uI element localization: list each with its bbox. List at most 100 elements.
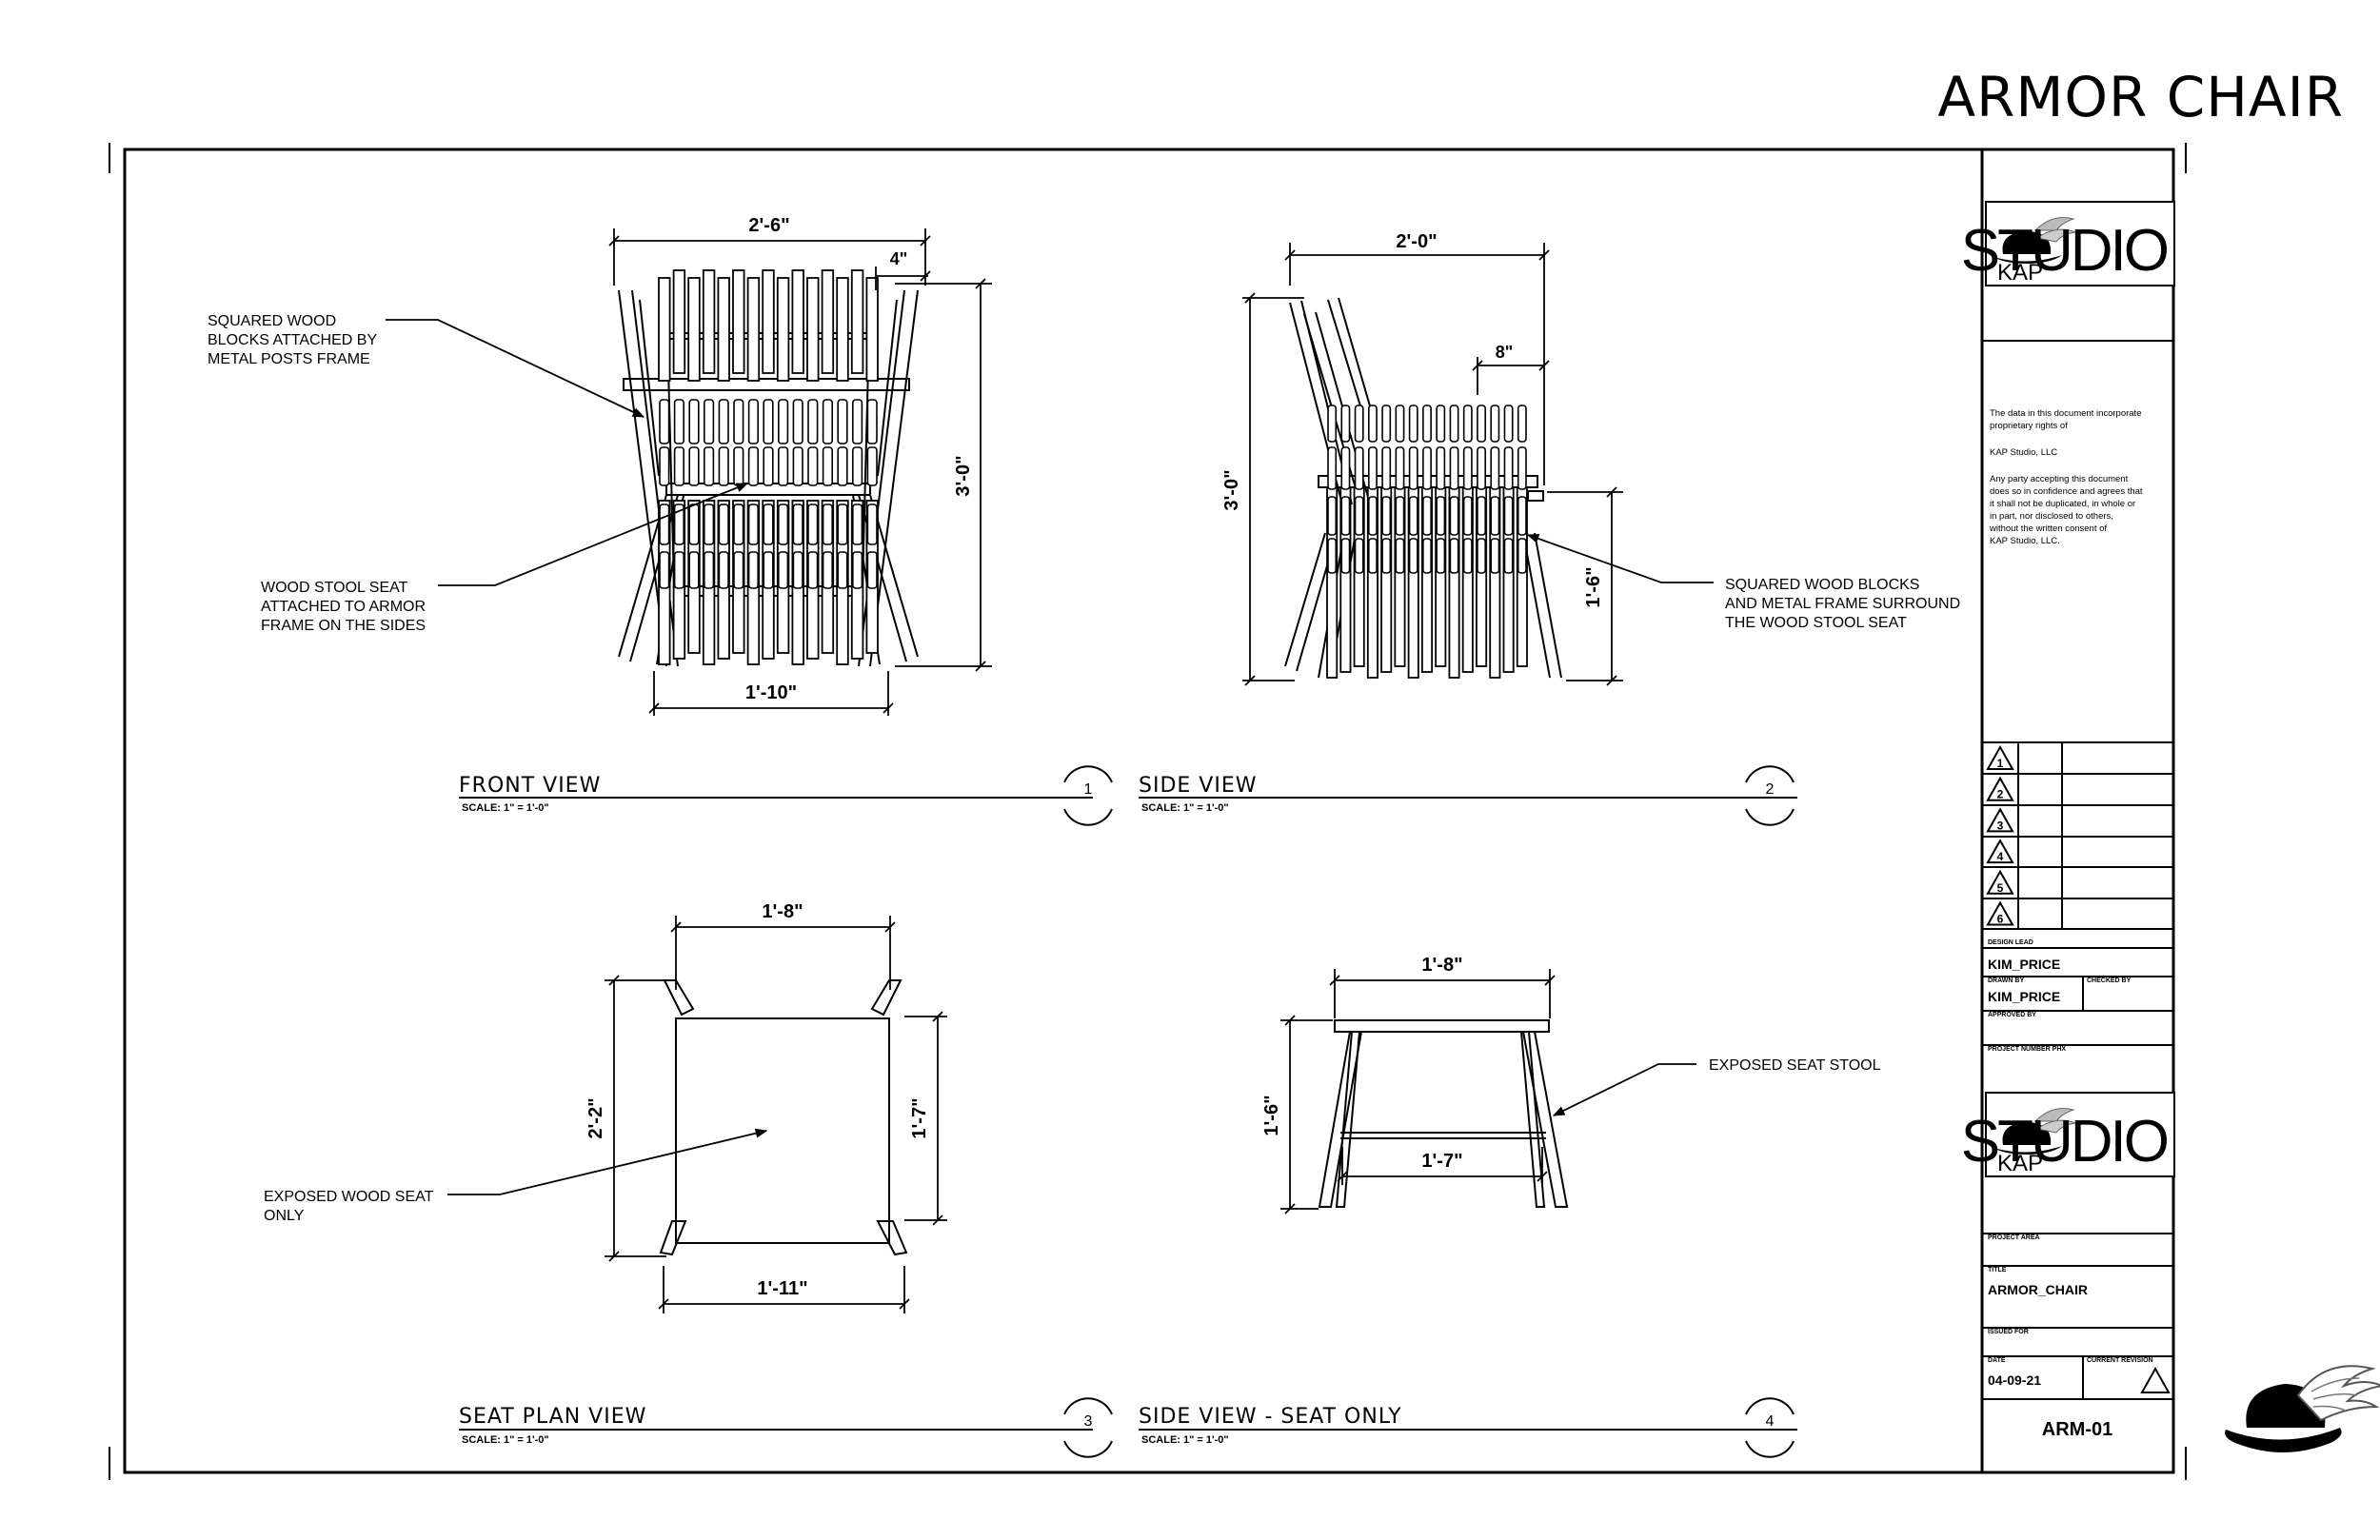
revision-number: 4 — [1997, 850, 2004, 863]
revision-number: 1 — [1997, 757, 2004, 770]
side-dim-seat-height: 1'-6" — [1583, 566, 1604, 607]
revision-list: 1 2 3 4 5 6 — [1986, 744, 2014, 926]
title-label: TITLE — [1988, 1267, 2007, 1273]
svg-text:SQUARED WOOD BLOCKS: SQUARED WOOD BLOCKS — [1725, 577, 1919, 593]
svg-text:does so in confidence and agre: does so in confidence and agrees that — [1990, 486, 2143, 497]
svg-text:proprietary rights of: proprietary rights of — [1990, 421, 2068, 431]
front-view-dimensions — [608, 228, 992, 716]
kap-studio-logo-top: KAP STUDIO — [1961, 201, 2175, 286]
revision-number: 2 — [1997, 788, 2004, 801]
side-dim-seat-gap: 8" — [1496, 343, 1514, 362]
seat-plan-dimensions — [605, 916, 947, 1313]
front-dim-base-width: 1'-10" — [745, 682, 797, 703]
svg-text:SCALE: 1" = 1'-0": SCALE: 1" = 1'-0" — [1141, 802, 1229, 814]
seat-side-dim-height: 1'-6" — [1261, 1095, 1282, 1135]
svg-text:Any party accepting this docum: Any party accepting this document — [1990, 474, 2129, 484]
svg-text:KAP: KAP — [1997, 260, 2043, 286]
sheet-number: ARM-01 — [2042, 1419, 2112, 1440]
side-dim-height: 3'-0" — [1221, 469, 1242, 510]
front-leaders — [386, 319, 749, 586]
svg-text:SIDE VIEW - SEAT ONLY: SIDE VIEW - SEAT ONLY — [1139, 1405, 1402, 1429]
front-note-seat: WOOD STOOL SEAT ATTACHED TO ARMOR FRAME … — [261, 580, 426, 634]
plan-dim-top: 1'-8" — [762, 901, 803, 922]
plan-dim-bottom: 1'-11" — [757, 1278, 807, 1299]
revision-number: 3 — [1997, 819, 2004, 832]
approved-by-label: APPROVED BY — [1988, 1012, 2036, 1018]
design-lead-label: DESIGN LEAD — [1988, 939, 2033, 946]
svg-text:1: 1 — [1084, 781, 1093, 798]
view-label-side: SIDE VIEW SCALE: 1" = 1'-0" 2 — [1139, 765, 1797, 826]
seat-side-leader — [1552, 1063, 1696, 1116]
svg-text:METAL POSTS FRAME: METAL POSTS FRAME — [208, 351, 370, 367]
issued-for-label: ISSUED FOR — [1988, 1329, 2029, 1335]
svg-text:3: 3 — [1084, 1413, 1093, 1430]
svg-text:4: 4 — [1766, 1413, 1775, 1430]
view-label-front: FRONT VIEW SCALE: 1" = 1'-0" 1 — [459, 765, 1113, 826]
seat-side-dim-top: 1'-8" — [1421, 955, 1462, 976]
svg-text:EXPOSED WOOD SEAT: EXPOSED WOOD SEAT — [264, 1189, 434, 1205]
hat-logo-icon — [2225, 1365, 2380, 1452]
side-leader — [1526, 534, 1714, 583]
design-lead-value: KIM_PRICE — [1988, 957, 2060, 972]
title-block: KAP STUDIO KAP STUDIO The data in this d… — [1961, 201, 2175, 1440]
svg-text:BLOCKS ATTACHED BY: BLOCKS ATTACHED BY — [208, 332, 377, 348]
svg-text:FRAME ON THE SIDES: FRAME ON THE SIDES — [261, 618, 426, 634]
revision-number: 5 — [1997, 881, 2004, 895]
svg-text:KAP Studio, LLC.: KAP Studio, LLC. — [1990, 536, 2060, 546]
svg-text:THE WOOD STOOL SEAT: THE WOOD STOOL SEAT — [1725, 615, 1907, 631]
side-view-dimensions — [1242, 243, 1623, 686]
svg-text:SCALE: 1" = 1'-0": SCALE: 1" = 1'-0" — [462, 1434, 549, 1446]
svg-text:KAP: KAP — [1997, 1151, 2043, 1176]
plan-dim-left: 2'-2" — [585, 1097, 606, 1138]
side-dim-depth: 2'-0" — [1396, 231, 1437, 252]
svg-text:in part, nor disclosed to othe: in part, nor disclosed to others, — [1990, 511, 2113, 522]
svg-text:SCALE: 1" = 1'-0": SCALE: 1" = 1'-0" — [1141, 1434, 1229, 1446]
seat-plan-drawing — [659, 979, 908, 1256]
current-revision-icon — [2140, 1366, 2171, 1393]
sheet-border — [109, 143, 2187, 1480]
revision-row: 5 — [1986, 869, 2014, 895]
plan-leader — [447, 1128, 768, 1195]
svg-text:KAP Studio, LLC: KAP Studio, LLC — [1990, 447, 2057, 458]
drawing-title: ARMOR_CHAIR — [1988, 1282, 2088, 1297]
svg-text:ONLY: ONLY — [264, 1208, 305, 1224]
revision-number: 6 — [1997, 913, 2004, 926]
svg-text:SCALE: 1" = 1'-0": SCALE: 1" = 1'-0" — [462, 802, 549, 814]
svg-text:without the written consent of: without the written consent of — [1989, 523, 2107, 534]
drawn-by-value: KIM_PRICE — [1988, 989, 2060, 1004]
plan-note-seat: EXPOSED WOOD SEAT ONLY — [264, 1189, 434, 1224]
project-number-label: PROJECT NUMBER PHX — [1988, 1046, 2066, 1053]
date-label: DATE — [1988, 1357, 2006, 1364]
front-dim-overall-width: 2'-6" — [748, 215, 789, 236]
svg-text:The data in this document inco: The data in this document incorporate — [1990, 408, 2141, 419]
date-value: 04-09-21 — [1988, 1372, 2041, 1388]
sheet-title: ARMOR CHAIR — [1937, 65, 2344, 129]
plan-dim-right: 1'-7" — [909, 1097, 930, 1138]
svg-text:WOOD STOOL SEAT: WOOD STOOL SEAT — [261, 580, 408, 596]
revision-row: 4 — [1986, 839, 2014, 864]
current-revision-label: CURRENT REVISION — [2087, 1357, 2153, 1364]
svg-text:ATTACHED TO ARMOR: ATTACHED TO ARMOR — [261, 599, 426, 615]
seat-side-dim-bottom: 1'-7" — [1421, 1151, 1462, 1172]
side-note-frame: SQUARED WOOD BLOCKS AND METAL FRAME SURR… — [1725, 577, 1960, 631]
svg-text:SQUARED WOOD: SQUARED WOOD — [208, 313, 336, 329]
svg-text:it shall not be duplicated, in: it shall not be duplicated, in whole or — [1990, 499, 2135, 509]
kap-studio-logo-bottom: KAP STUDIO — [1961, 1092, 2175, 1177]
seat-side-note-stool: EXPOSED SEAT STOOL — [1709, 1057, 1881, 1074]
seat-side-dimensions — [1280, 969, 1556, 1214]
project-area-label: PROJECT AREA — [1988, 1234, 2040, 1241]
front-view-drawing — [618, 269, 919, 667]
drawn-by-label: DRAWN BY — [1988, 977, 2024, 984]
revision-row: 3 — [1986, 807, 2014, 833]
view-label-seat-side: SIDE VIEW - SEAT ONLY SCALE: 1" = 1'-0" … — [1139, 1397, 1797, 1458]
checked-by-label: CHECKED BY — [2087, 977, 2132, 984]
revision-row: 6 — [1986, 900, 2014, 926]
front-dim-height: 3'-0" — [953, 455, 974, 496]
svg-text:SIDE VIEW: SIDE VIEW — [1139, 774, 1257, 798]
view-label-seat-plan: SEAT PLAN VIEW SCALE: 1" = 1'-0" 3 — [459, 1397, 1113, 1458]
svg-text:STUDIO: STUDIO — [1961, 1109, 2168, 1175]
seat-side-drawing — [1318, 1019, 1569, 1208]
front-note-blocks: SQUARED WOOD BLOCKS ATTACHED BY METAL PO… — [208, 313, 377, 367]
svg-text:SEAT PLAN VIEW: SEAT PLAN VIEW — [459, 1405, 646, 1429]
svg-text:2: 2 — [1766, 781, 1775, 798]
